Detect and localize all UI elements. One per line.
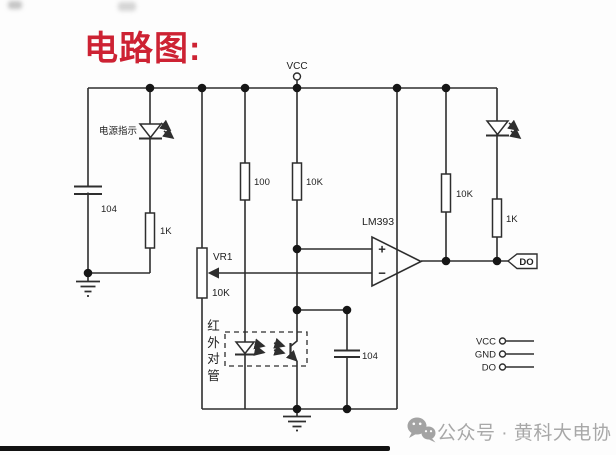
resistor-r3: [291, 162, 303, 201]
vcc-rail-label: VCC: [286, 61, 307, 72]
vcc-terminal-circle: [292, 72, 302, 81]
led-emission-arrow: [509, 127, 522, 140]
phototransistor: [273, 337, 298, 362]
light-in-arrow: [273, 344, 286, 356]
components: [74, 72, 538, 432]
cap2-value: 104: [362, 351, 378, 362]
emitter-arrow: [285, 349, 298, 362]
do-tag-label: DO: [519, 257, 533, 268]
terminal-pins: [498, 337, 534, 371]
bottom-progress-bar: [0, 446, 390, 451]
resistor-r2: [239, 162, 251, 201]
capacitor-c2: [334, 349, 360, 358]
led-emission-arrow: [159, 119, 172, 132]
ir-emitter-led: [234, 338, 266, 356]
r5-value: 1K: [506, 214, 518, 225]
junction-dots: [83, 83, 502, 414]
comparator-part-label: LM393: [362, 216, 394, 228]
ir-emission-arrow: [253, 344, 266, 356]
watermark-account: 公众号 · 黄科大电协: [437, 423, 612, 444]
do-output-tag: [506, 253, 538, 270]
photo-artifact: [8, 1, 22, 9]
wechat-icon: [407, 417, 436, 443]
light-in-arrow: [273, 337, 286, 349]
minus-input-symbol: −: [378, 266, 386, 281]
resistor-r5: [491, 198, 503, 238]
output-led: [485, 119, 522, 140]
terminal-label-vcc: VCC: [476, 337, 496, 348]
r1-value: 1K: [160, 226, 172, 237]
comparator-triangle: [371, 235, 423, 288]
power-led: [138, 119, 175, 140]
ir-emission-arrow: [253, 338, 266, 350]
r3-value: 10K: [306, 177, 324, 188]
terminal-label-do: DO: [482, 363, 496, 374]
capacitor-c1: [74, 185, 102, 195]
vr1-name: VR1: [213, 252, 233, 263]
power-led-label: 电源指示: [99, 125, 137, 137]
potentiometer-vr1: [196, 247, 220, 299]
pin-circle-do: [498, 363, 507, 371]
ir-pair-label: 红外对管: [207, 319, 220, 383]
resistor-r4: [440, 173, 452, 213]
vr1-value: 10K: [212, 288, 230, 299]
led-emission-arrow: [507, 119, 520, 132]
resistor-r1: [144, 212, 156, 249]
pin-circle-gnd: [498, 350, 507, 358]
terminal-label-gnd: GND: [475, 350, 496, 361]
page-title: 电路图:: [84, 30, 202, 68]
pin-circle-vcc: [498, 337, 507, 345]
cap1-value: 104: [101, 204, 117, 215]
photo-artifact: [118, 2, 136, 11]
plus-input-symbol: +: [378, 242, 386, 257]
r4-value: 10K: [456, 189, 474, 200]
labels: VCC 电源指示 104 1K VR1 10K 100 10K 104 LM39…: [99, 61, 534, 374]
r2-value: 100: [254, 177, 270, 188]
ir-pair-box: [224, 331, 308, 367]
led-emission-arrow: [162, 127, 175, 140]
